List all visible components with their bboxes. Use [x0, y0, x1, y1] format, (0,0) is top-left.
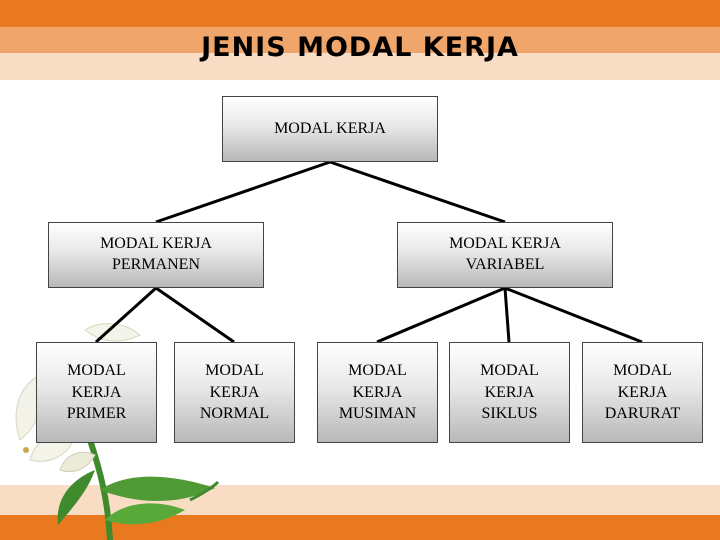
connector-variabel-darurat: [504, 286, 643, 344]
node-modal-kerja-siklus: MODAL KERJA SIKLUS: [449, 342, 570, 443]
connector-variabel-musiman: [376, 286, 506, 344]
node-modal-kerja-darurat: MODAL KERJA DARURAT: [582, 342, 703, 443]
header-band-light: [0, 53, 720, 80]
connector-permanen-normal: [155, 286, 235, 344]
node-label: MODAL KERJA DARURAT: [604, 362, 681, 423]
node-modal-kerja: MODAL KERJA: [222, 96, 438, 162]
node-label: MODAL KERJA PERMANEN: [100, 235, 212, 273]
header-band-mid: [0, 27, 720, 53]
header-band-dark: [0, 0, 720, 27]
node-modal-kerja-musiman: MODAL KERJA MUSIMAN: [317, 342, 438, 443]
connector-permanen-primer: [94, 286, 158, 344]
node-label: MODAL KERJA NORMAL: [199, 362, 270, 423]
flower-stem: [57, 439, 220, 540]
page-title: JENIS MODAL KERJA: [201, 32, 519, 63]
connector-variabel-siklus: [503, 287, 511, 343]
node-label: MODAL KERJA MUSIMAN: [338, 362, 417, 423]
node-label: MODAL KERJA: [274, 119, 386, 137]
node-modal-kerja-normal: MODAL KERJA NORMAL: [174, 342, 295, 443]
node-modal-kerja-variabel: MODAL KERJA VARIABEL: [397, 222, 613, 288]
node-modal-kerja-permanen: MODAL KERJA PERMANEN: [48, 222, 264, 288]
node-label: MODAL KERJA VARIABEL: [449, 235, 561, 273]
node-modal-kerja-primer: MODAL KERJA PRIMER: [36, 342, 157, 443]
connector-root-permanen: [155, 160, 331, 224]
node-label: MODAL KERJA SIKLUS: [480, 362, 539, 423]
node-label: MODAL KERJA PRIMER: [66, 362, 127, 423]
connector-root-variabel: [329, 160, 506, 224]
